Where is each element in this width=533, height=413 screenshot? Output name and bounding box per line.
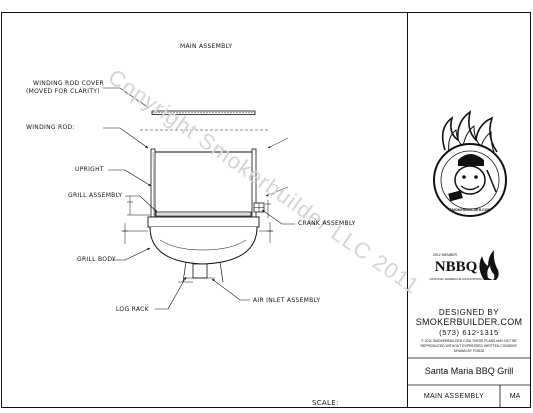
badge-text: SMOKERBUILDER.COM [449, 208, 491, 212]
designed-by-label: DESIGNED BY [438, 308, 500, 317]
air-inlet [178, 263, 215, 283]
drawing-title: MAIN ASSEMBLY [180, 43, 233, 50]
log-rack [182, 261, 224, 283]
nbbq-caption: NATIONAL BARBECUE ASSOCIATION [429, 277, 483, 281]
drawn-by: DRAWN BY FOBJD [453, 349, 485, 353]
sheet-code: MA [509, 393, 521, 400]
sheet-name: MAIN ASSEMBLY [423, 393, 485, 400]
upright [150, 148, 257, 218]
crank-assembly [253, 202, 265, 213]
callout-winding-rod: WINDING ROD: [26, 124, 75, 131]
callout-grill-body: GRILL BODY [77, 256, 116, 263]
bbq-badge-logo [433, 110, 507, 217]
callout-log-rack: LOG RACK [116, 306, 149, 313]
project-title: Santa Maria BBQ Grill [424, 366, 514, 376]
dimension-marks [122, 137, 289, 244]
winding-rod-cover [151, 110, 256, 115]
copyright-notice: REPRODUCED WITHOUT EXPRESSED WRITTEN CON… [420, 344, 518, 348]
callout-grill-assembly: GRILL ASSEMBLY [68, 192, 123, 199]
callout-upright: UPRIGHT [75, 166, 104, 173]
grill-assembly [155, 211, 252, 217]
nbbq-logo-text: NBBQ [434, 259, 478, 275]
callout-crank-assembly: CRANK ASSEMBLY [298, 220, 356, 227]
phone-number: (573) 612-1315 [439, 328, 499, 337]
sheet-border [1, 12, 531, 408]
callout-winding-rod-cover-note: (MOVED FOR CLARITY) [26, 88, 100, 95]
callout-winding-rod-cover: WINDING ROD COVER [33, 80, 105, 87]
leader-lines [103, 87, 295, 310]
callout-air-inlet: AIR INLET ASSEMBLY [253, 297, 321, 304]
company-name: SMOKERBUILDER.COM [415, 317, 523, 327]
nbbq-member-text: 2012 MEMBER [432, 253, 458, 257]
copyright-notice: © 2011 SMOKERBUILDER.COM THESE PLANS MAY… [421, 339, 517, 343]
grill-body [147, 216, 260, 265]
scale-label: SCALE: [312, 399, 339, 407]
nbbq-flame-icon [479, 250, 499, 280]
